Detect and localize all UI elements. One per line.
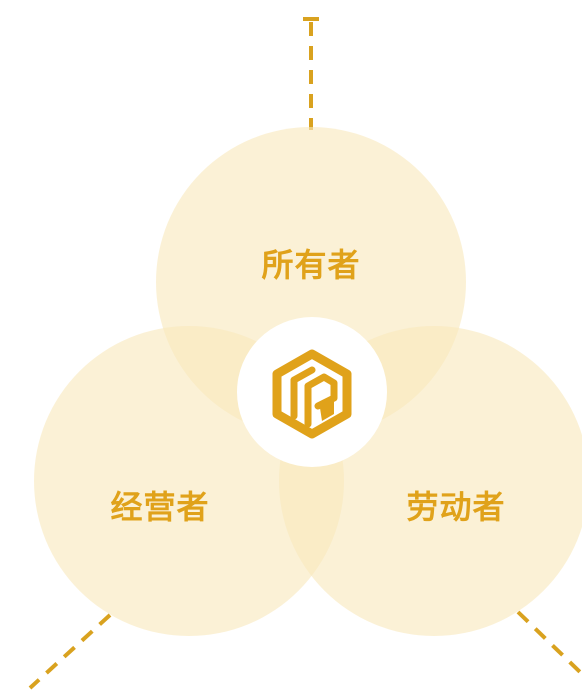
connector-line-left: [28, 613, 112, 690]
center-logo: [237, 317, 387, 467]
connector-lines: [28, 17, 582, 690]
label-owner: 所有者: [261, 246, 360, 284]
label-operator: 经营者: [110, 488, 209, 526]
connector-line-right: [516, 610, 582, 674]
cube-logo-icon: [272, 349, 352, 439]
label-worker: 劳动者: [406, 488, 505, 526]
labels: 所有者 经营者 劳动者: [110, 246, 505, 526]
center-disc: [237, 317, 387, 467]
